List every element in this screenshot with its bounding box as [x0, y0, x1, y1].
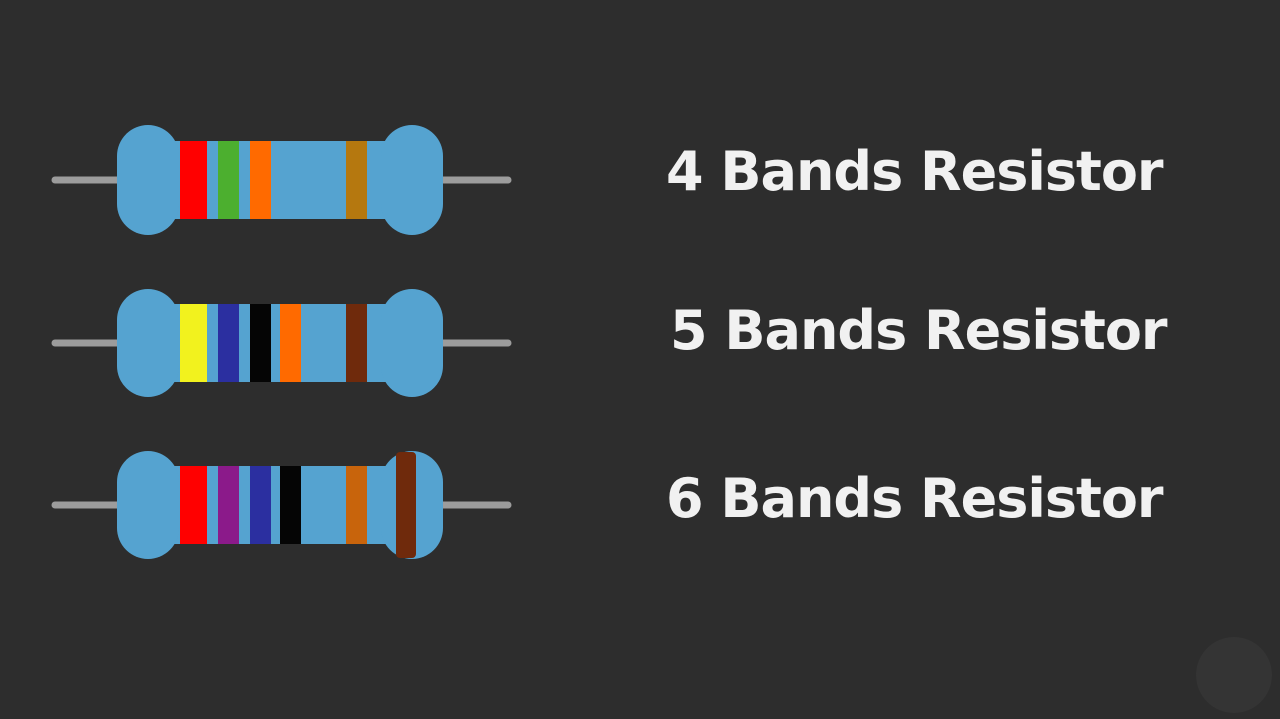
band: [218, 304, 239, 382]
band: [218, 141, 239, 219]
resistor-5-bands: [51, 289, 512, 397]
band: [346, 141, 367, 219]
band: [218, 466, 239, 544]
resistor-end-right: [381, 125, 443, 235]
resistor-6-bands: [51, 451, 512, 559]
resistor-label-5-bands: 5 Bands Resistor: [670, 299, 1168, 362]
band: [180, 141, 207, 219]
band: [250, 466, 271, 544]
band: [180, 466, 207, 544]
band: [396, 452, 416, 558]
band: [346, 466, 367, 544]
resistor-end-left: [117, 125, 179, 235]
resistor-4-bands: [51, 125, 512, 235]
resistor-end-right: [381, 289, 443, 397]
band: [250, 141, 271, 219]
band: [280, 304, 301, 382]
resistor-end-left: [117, 451, 179, 559]
resistor-diagram: [51, 125, 512, 559]
band: [180, 304, 207, 382]
corner-overlay: [1196, 637, 1272, 713]
band: [280, 466, 301, 544]
band: [250, 304, 271, 382]
resistor-label-6-bands: 6 Bands Resistor: [666, 467, 1164, 530]
resistor-label-4-bands: 4 Bands Resistor: [666, 140, 1164, 203]
band: [346, 304, 367, 382]
resistor-end-left: [117, 289, 179, 397]
